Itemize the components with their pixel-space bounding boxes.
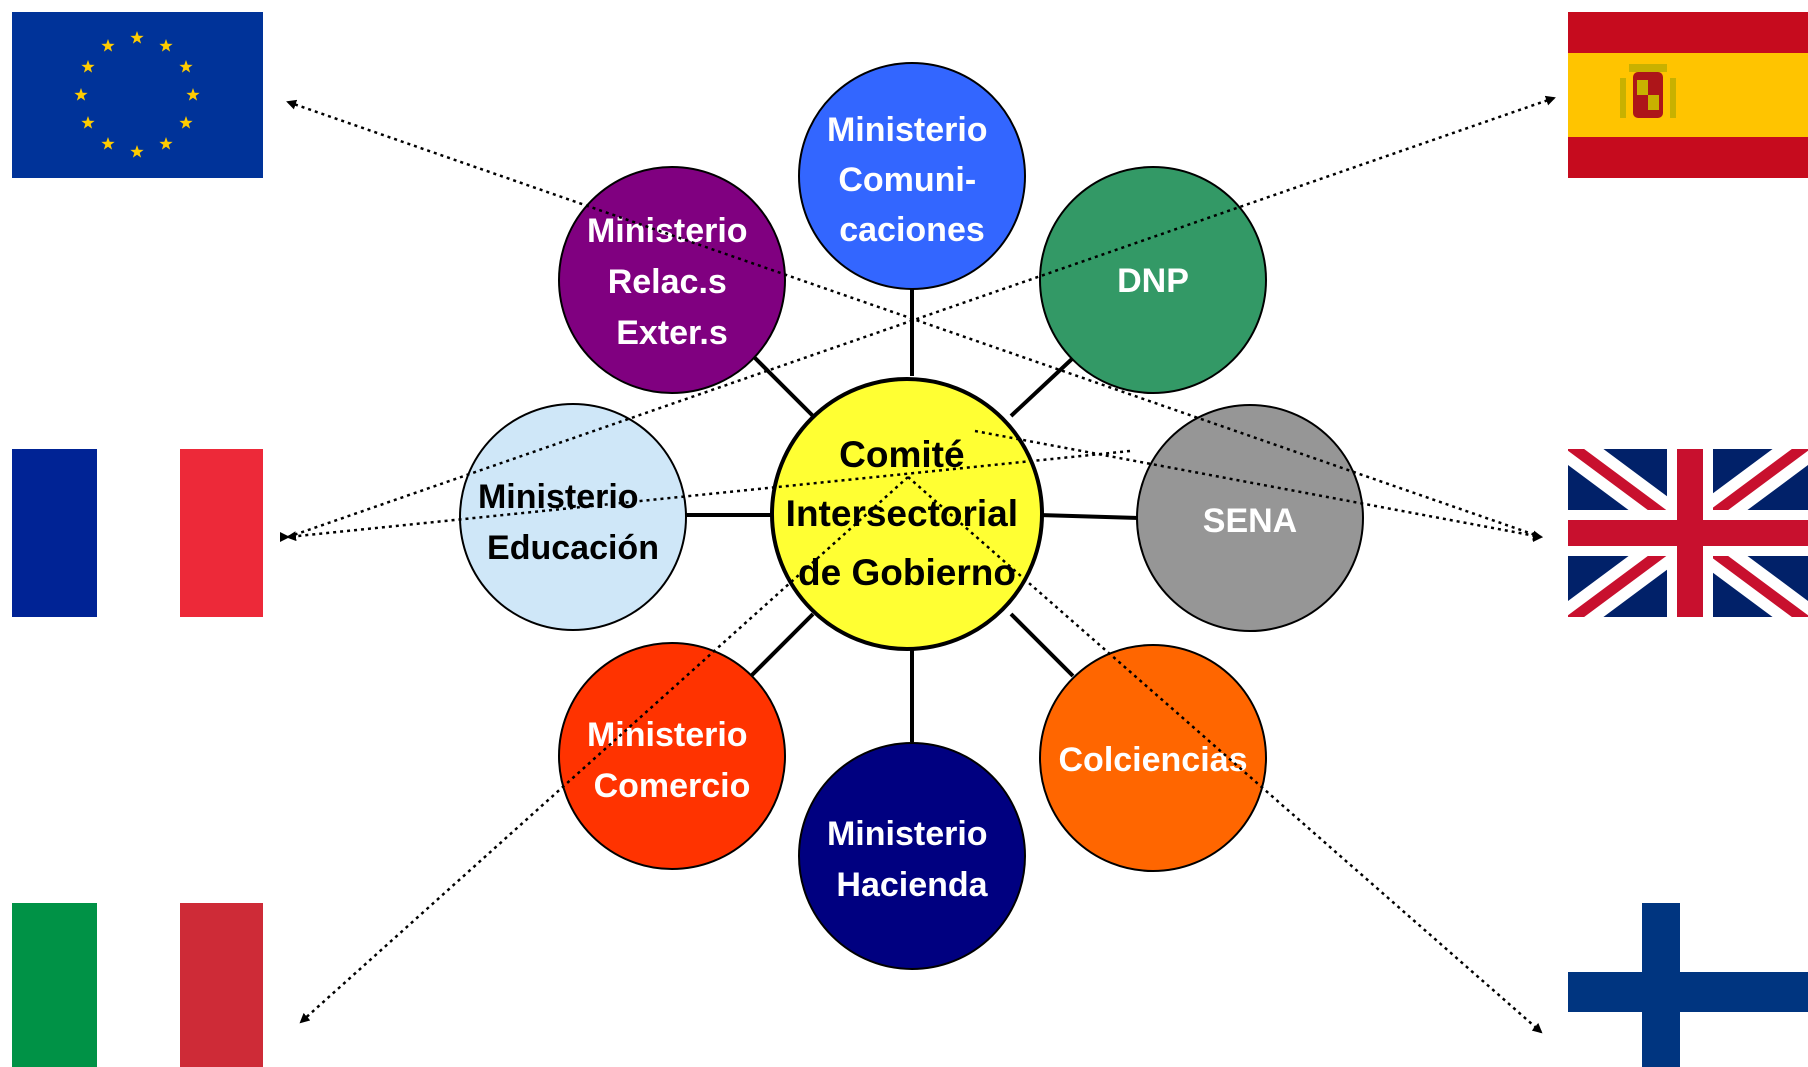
spokes: [686, 288, 1140, 742]
spoke-colciencias: [1009, 612, 1075, 678]
node-hacienda: Ministerio Hacienda: [798, 742, 1026, 970]
hub-circle: [770, 377, 1044, 651]
arrow-to-finland-flag: [907, 476, 1543, 1034]
node-circle: [1136, 404, 1364, 632]
node-circle: [1039, 644, 1267, 872]
node-dnp: DNP: [1039, 166, 1267, 394]
spain-coat-of-arms-icon: [1620, 64, 1676, 118]
arrow-to-italy-flag: [299, 476, 909, 1024]
node-comercio: Ministerio Comercio: [558, 642, 786, 870]
node-label: Ministerio Relac.s Exter.s: [587, 212, 757, 352]
hub-label: Comité Intersectorial de Gobierno: [786, 434, 1029, 593]
finland-flag-icon: [1568, 903, 1808, 1067]
spoke-dnp: [1009, 356, 1075, 418]
italy-flag-icon: [12, 903, 263, 1067]
central-hub: Comité Intersectorial de Gobierno: [770, 377, 1044, 651]
node-circle: [798, 62, 1026, 290]
spoke-relaciones: [749, 352, 815, 418]
uk-flag-icon: [1568, 449, 1808, 617]
eu-flag-icon: [12, 12, 263, 178]
node-comunicaciones: Ministerio Comuni- caciones: [798, 62, 1026, 290]
node-label: Colciencias: [1059, 741, 1248, 779]
spoke-comercio: [749, 612, 815, 678]
france-flag-icon: [12, 449, 263, 617]
node-colciencias: Colciencias: [1039, 644, 1267, 872]
node-relaciones: Ministerio Relac.s Exter.s: [558, 166, 786, 394]
node-circle: [558, 166, 786, 394]
node-label: SENA: [1203, 502, 1297, 540]
node-label: DNP: [1117, 262, 1189, 300]
node-label: Ministerio Comercio: [587, 716, 757, 805]
spoke-sena: [1038, 513, 1140, 520]
arrow-to-france-flag: [286, 449, 1131, 542]
node-circle: [459, 403, 687, 631]
node-circle: [558, 642, 786, 870]
spain-flag-icon: [1568, 12, 1808, 178]
node-circle: [1039, 166, 1267, 394]
dotted-connectors: [280, 95, 1556, 1034]
arrow-to-uk-flag: [974, 429, 1543, 541]
node-sena: SENA: [1136, 404, 1364, 632]
node-circle: [798, 742, 1026, 970]
node-label: Ministerio Comuni- caciones: [827, 111, 997, 249]
node-label: Ministerio Hacienda: [827, 815, 997, 904]
